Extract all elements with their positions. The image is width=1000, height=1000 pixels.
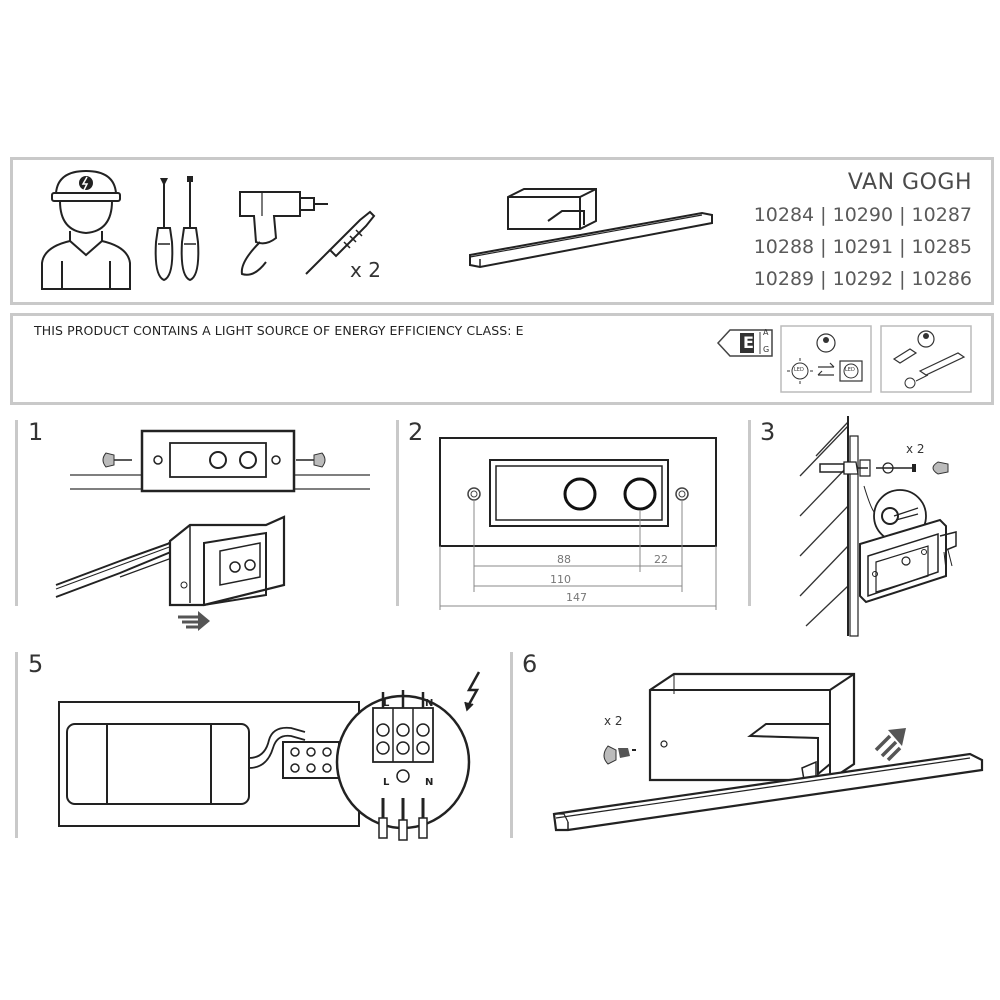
step-3-number: 3 [760,418,776,446]
step-3-illustration [799,416,957,637]
energy-box [10,313,994,405]
product-name: VAN GOGH [847,170,972,195]
terminal-label-l-top: L [383,698,390,709]
energy-scale-top: A [763,328,769,337]
step-3-screw-count: x 2 [906,442,925,456]
led-nonreplace-panel [880,325,972,393]
step-1-illustration [55,429,370,631]
plug-count: x 2 [350,258,381,282]
step-3-divider [748,420,751,606]
terminal-label-l-bottom: L [383,777,390,788]
step-6-number: 6 [522,650,538,678]
step-2-illustration: 88 22 110 147 [439,437,717,610]
energy-label-icon [716,329,773,357]
wall-plug-icon [305,210,376,275]
lamp-product-icon [469,188,713,269]
electrician-icon [41,169,131,290]
led-label-right: LED [845,367,855,373]
step-1-number: 1 [28,418,44,446]
energy-class-letter: E [743,333,754,352]
step-6-divider [510,652,513,838]
step-5-number: 5 [28,650,44,678]
step-2-divider [396,420,399,606]
led-replace-panel [780,325,872,393]
terminal-label-n-bottom: N [425,777,434,788]
header-box [10,157,994,305]
product-codes-row-1: 10284 | 10290 | 10287 [753,204,972,226]
led-label-left: LED [794,367,804,373]
step-6-illustration [552,672,984,832]
step-2-number: 2 [408,418,424,446]
screwdrivers-icon [154,176,200,282]
energy-statement: THIS PRODUCT CONTAINS A LIGHT SOURCE OF … [34,323,524,338]
step-6-screw-count: x 2 [604,714,623,728]
step-5-divider [15,652,18,838]
dimension-110: 110 [550,573,571,586]
product-codes-row-3: 10289 | 10292 | 10286 [753,268,972,290]
step-5-illustration [58,671,481,841]
drill-icon [239,191,328,276]
dimension-147: 147 [566,591,587,604]
dimension-22: 22 [654,553,668,566]
terminal-label-n-top: N [425,698,434,709]
dimension-88: 88 [557,553,571,566]
product-codes-row-2: 10288 | 10291 | 10285 [753,236,972,258]
energy-scale-bottom: G [763,345,770,354]
step-1-divider [15,420,18,606]
